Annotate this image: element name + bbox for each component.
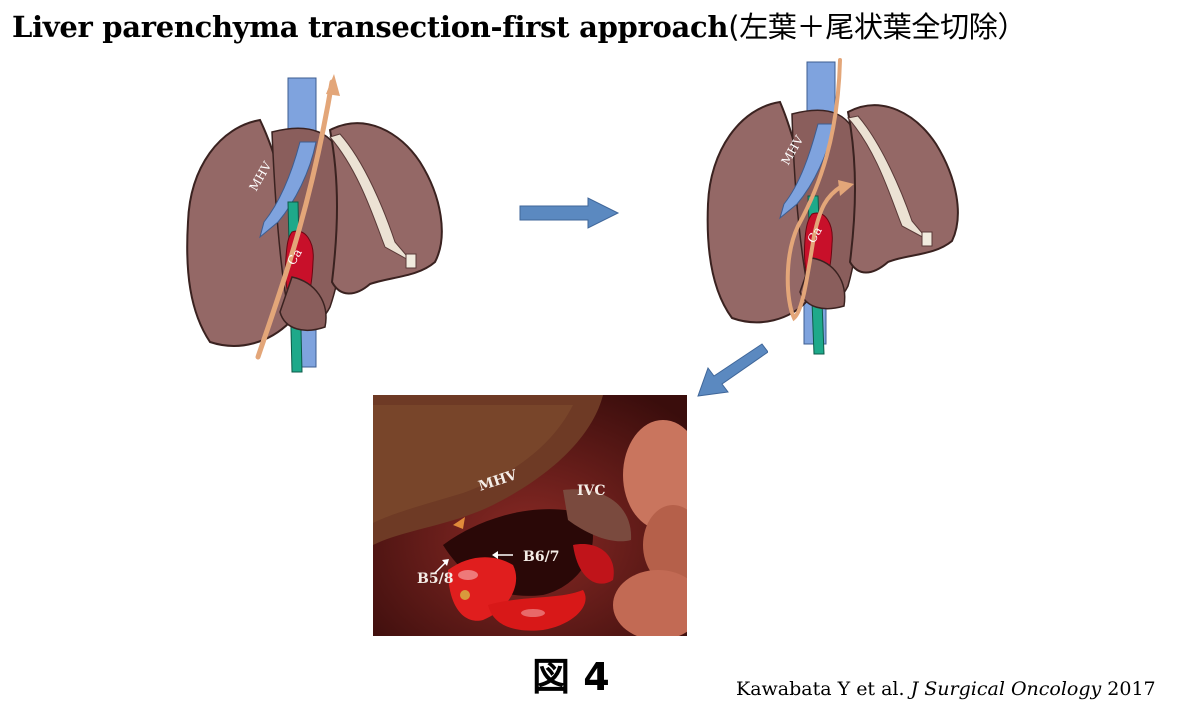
surgical-photo: MHV IVC B6/7 B5/8 <box>373 395 687 636</box>
photo-label-b5-8: B5/8 <box>417 571 454 587</box>
mhv-vessel <box>259 141 317 239</box>
liver-diagram-left: MHV Ca <box>186 74 443 373</box>
tape-line <box>255 79 335 360</box>
title-main: Liver parenchyma transection-first appro… <box>12 10 729 44</box>
tape-arrowhead <box>838 180 854 196</box>
caudate-lobe <box>799 257 846 310</box>
citation: Kawabata Y et al. J Surgical Oncology 20… <box>736 678 1156 700</box>
citation-journal-prefix: J <box>910 678 919 700</box>
diagonal-arrow <box>697 343 768 397</box>
slide-title: Liver parenchyma transection-first appro… <box>12 4 1027 46</box>
title-jp: (左葉＋尾状葉全切除） <box>728 10 1027 44</box>
tape-line <box>785 58 844 322</box>
ligament-clip <box>921 231 933 247</box>
liver-diagram-right: MHV Ca <box>706 58 959 355</box>
citation-year: 2017 <box>1107 678 1156 700</box>
figure-label: 図 4 <box>532 655 610 699</box>
citation-journal: Surgical Oncology <box>924 678 1102 700</box>
caudate-lobe <box>279 276 327 331</box>
citation-authors: Kawabata Y et al. <box>736 678 905 700</box>
photo-label-b6-7: B6/7 <box>523 549 560 565</box>
tape-arrowhead <box>326 74 340 96</box>
right-arrow <box>519 197 620 229</box>
surgical-photo-image <box>373 395 687 636</box>
ligament <box>329 133 413 263</box>
ligament-clip <box>405 253 417 269</box>
photo-label-ivc: IVC <box>577 483 606 499</box>
